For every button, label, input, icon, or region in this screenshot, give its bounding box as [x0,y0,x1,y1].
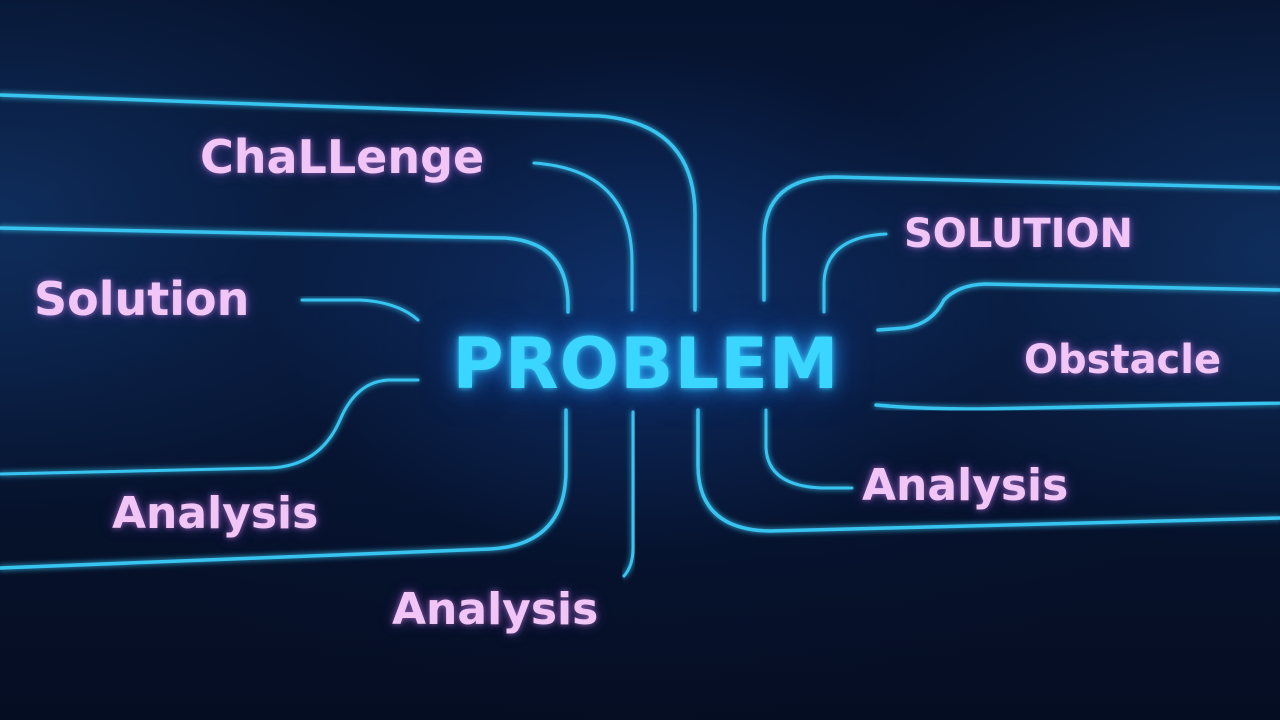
center-term-problem: PROBLEM [452,323,840,405]
connector-analysis-left [0,378,420,476]
term-analysis-right: Analysis [862,460,1069,511]
term-solution-left: Solution [34,272,250,326]
connector-challenge [532,161,634,312]
term-challenge: ChaLLenge [200,130,485,184]
connector-bottom-long-left [0,408,568,570]
term-obstacle: Obstacle [1024,337,1222,383]
connector-solution-right [822,232,888,314]
term-analysis-left: Analysis [112,488,319,539]
connector-top-long-left [0,93,697,312]
connector-solution-left [300,298,420,322]
connector-mid-long-right [876,282,1280,332]
connector-bottom-long-right [696,408,1280,533]
term-analysis-bottom: Analysis [392,584,599,635]
connector-lower-long-right [874,401,1280,411]
connector-mid-long-left [0,226,570,314]
connector-top-long-right [762,175,1280,302]
connector-analysis-right [764,408,854,490]
term-solution-right: SOLUTION [904,211,1134,257]
connector-analysis-bottom [622,410,635,578]
